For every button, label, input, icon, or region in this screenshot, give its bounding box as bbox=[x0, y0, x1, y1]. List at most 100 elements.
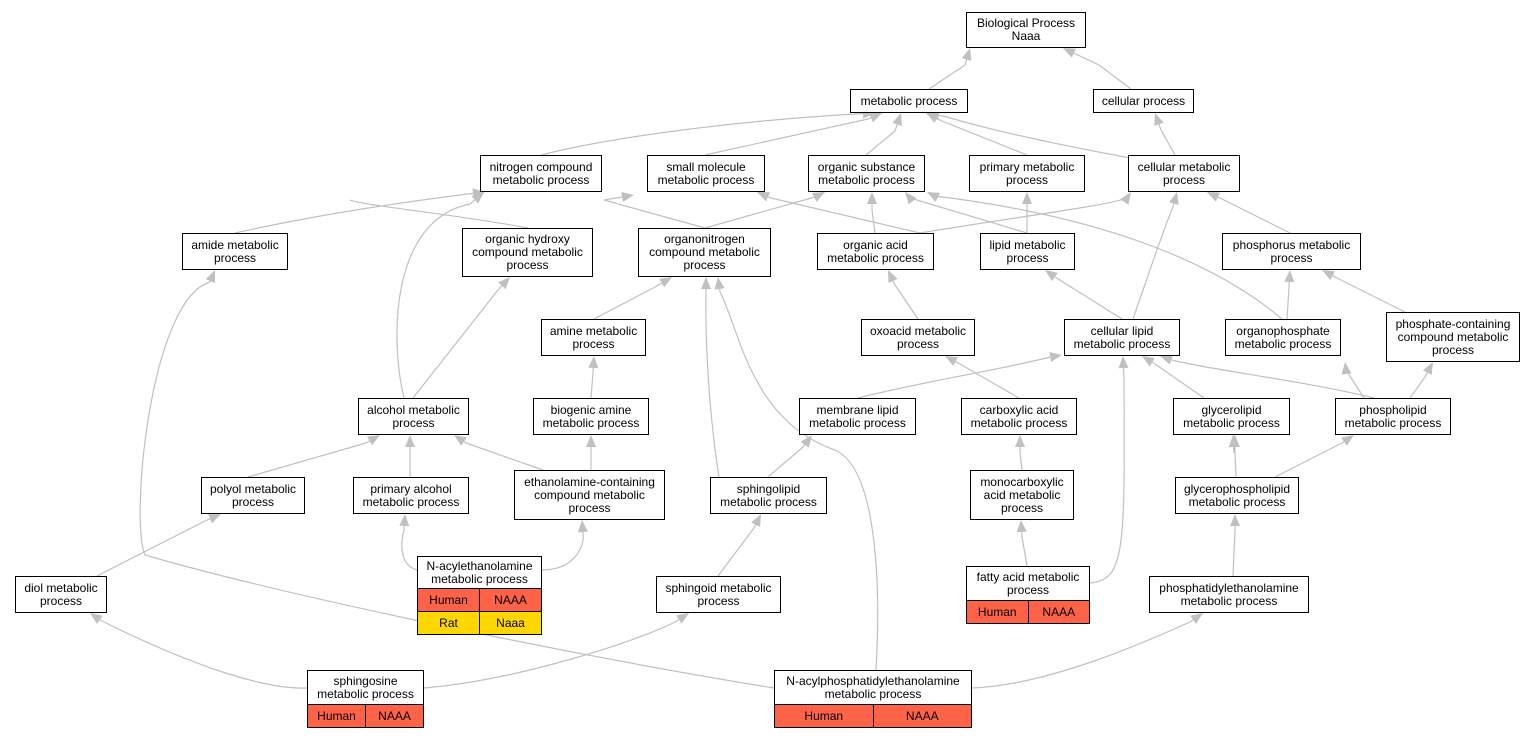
node-cellular-process[interactable]: cellular process bbox=[1093, 89, 1194, 113]
node-label: process bbox=[1270, 250, 1313, 265]
node-label: process bbox=[231, 494, 275, 509]
gene-cell: NAAA bbox=[365, 705, 423, 727]
edge-line bbox=[919, 197, 1128, 234]
node-label: process bbox=[568, 500, 611, 515]
node-label: cellular process bbox=[1101, 93, 1186, 108]
node-label: metabolic process bbox=[827, 250, 924, 265]
edge-line bbox=[99, 619, 308, 689]
node-label: sphingoid metabolic bbox=[665, 580, 772, 595]
edge-line bbox=[541, 533, 584, 571]
node-metabolic-process[interactable]: metabolic process bbox=[850, 89, 968, 113]
node-label: metabolic process bbox=[809, 415, 906, 430]
edge-connector bbox=[1073, 52, 1100, 66]
edge-line bbox=[423, 621, 676, 689]
edge-arrowhead bbox=[205, 270, 215, 283]
node-label: sphingosine bbox=[333, 673, 398, 688]
edge-arrowhead bbox=[1022, 192, 1032, 204]
edge-arrowhead bbox=[1207, 192, 1220, 202]
edge-arrowhead bbox=[1142, 356, 1155, 367]
node-label: process bbox=[697, 593, 740, 608]
node-label: metabolic process bbox=[1188, 494, 1286, 509]
edge-line bbox=[1345, 369, 1365, 399]
edge-line bbox=[139, 281, 775, 689]
edge-connector bbox=[894, 124, 898, 132]
node-label: organic hydroxy bbox=[485, 232, 570, 246]
edge-line bbox=[1171, 359, 1375, 399]
edge-connector bbox=[909, 197, 914, 202]
edge-connector bbox=[867, 117, 872, 120]
node-label: organic substance bbox=[817, 159, 916, 174]
edge-arrowhead bbox=[701, 277, 711, 289]
edge-line bbox=[1154, 363, 1205, 399]
edge-line bbox=[928, 64, 966, 90]
gene-cell: NAAA bbox=[479, 589, 541, 611]
edge-arrowhead bbox=[961, 48, 972, 61]
edge-connector bbox=[955, 361, 961, 365]
edge-connector bbox=[1151, 361, 1156, 365]
edge-arrowhead bbox=[945, 356, 958, 367]
edge-connector bbox=[204, 518, 211, 522]
edge-line bbox=[412, 289, 499, 399]
node-label: fatty acid metabolic bbox=[976, 569, 1080, 584]
edge-arrowhead bbox=[1284, 270, 1295, 283]
edge-line bbox=[401, 529, 418, 571]
edge-arrowhead bbox=[869, 113, 882, 123]
edge-line bbox=[1019, 451, 1023, 471]
node-label: phospholipid bbox=[1359, 402, 1427, 417]
node-label: process bbox=[1005, 172, 1049, 187]
node-label: biogenic amine bbox=[550, 402, 632, 417]
edge-line bbox=[96, 520, 206, 577]
edge-line bbox=[941, 120, 1028, 156]
node-label: lipid metabolic bbox=[989, 237, 1066, 252]
node-label: Naaa bbox=[1011, 29, 1041, 43]
edge-arrowhead bbox=[1154, 113, 1164, 126]
edge-line bbox=[1336, 277, 1406, 313]
edge-line bbox=[1221, 198, 1291, 234]
node-label: process bbox=[1000, 500, 1044, 515]
edge-connector bbox=[938, 114, 948, 118]
node-label: metabolic process bbox=[824, 686, 922, 701]
edge-line bbox=[1132, 206, 1174, 320]
node-label: membrane lipid bbox=[816, 402, 899, 417]
node-label: metabolic process bbox=[1180, 593, 1278, 608]
node-label: polyol metabolic bbox=[209, 481, 297, 496]
